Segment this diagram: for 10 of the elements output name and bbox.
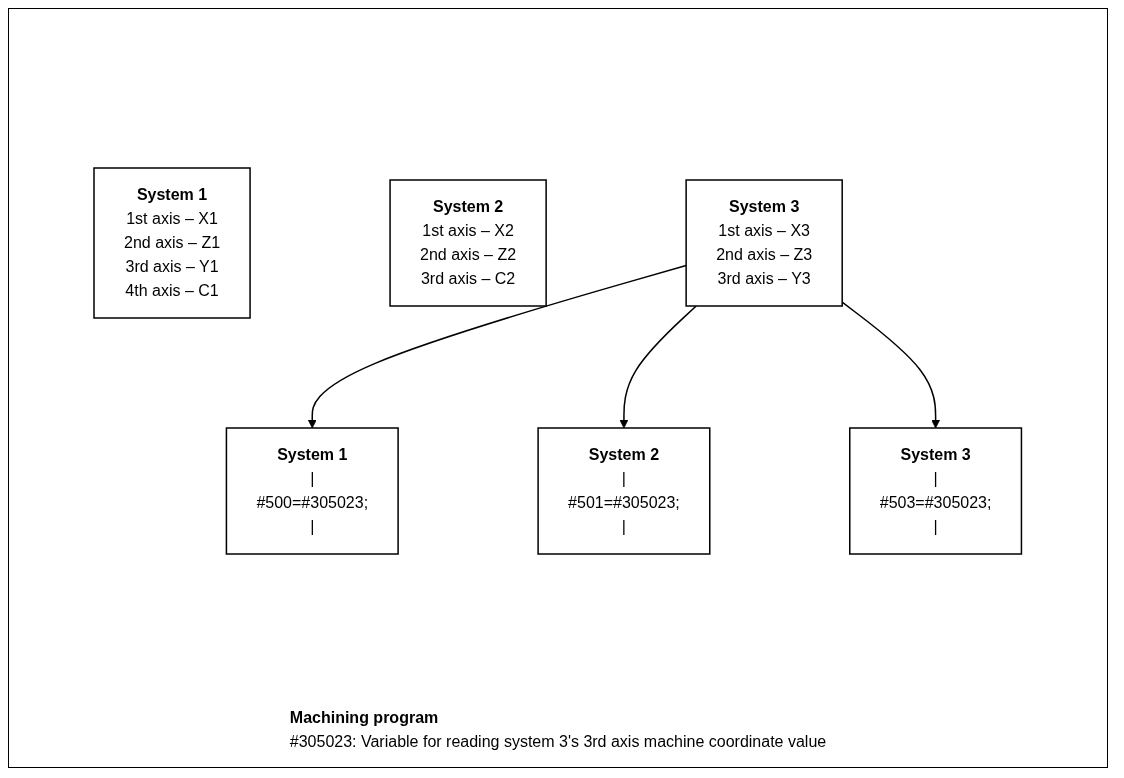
node-box: System 2 | #501=#305023; | — [537, 427, 711, 555]
node-box: System 1 | #500=#305023; | — [225, 427, 400, 555]
section-heading: Machining program — [289, 709, 440, 727]
arrow — [619, 305, 698, 429]
arrow — [841, 301, 941, 429]
node-box: System 1 1st axis – X1 2nd axis – Z1 3rd axis – Y1 4th axis – C1 — [93, 167, 252, 319]
node-box: System 2 1st axis – X2 2nd axis – Z2 3rd axis – C2 — [389, 179, 548, 307]
node-box: System 3 1st axis – X3 2nd axis – Z3 3rd axis – Y3 — [685, 179, 844, 307]
node-box: System 3 | #503=#305023; | — [849, 427, 1023, 555]
footnote: #305023: Variable for reading system 3's 3rd axis machine coordinate value — [289, 733, 827, 751]
